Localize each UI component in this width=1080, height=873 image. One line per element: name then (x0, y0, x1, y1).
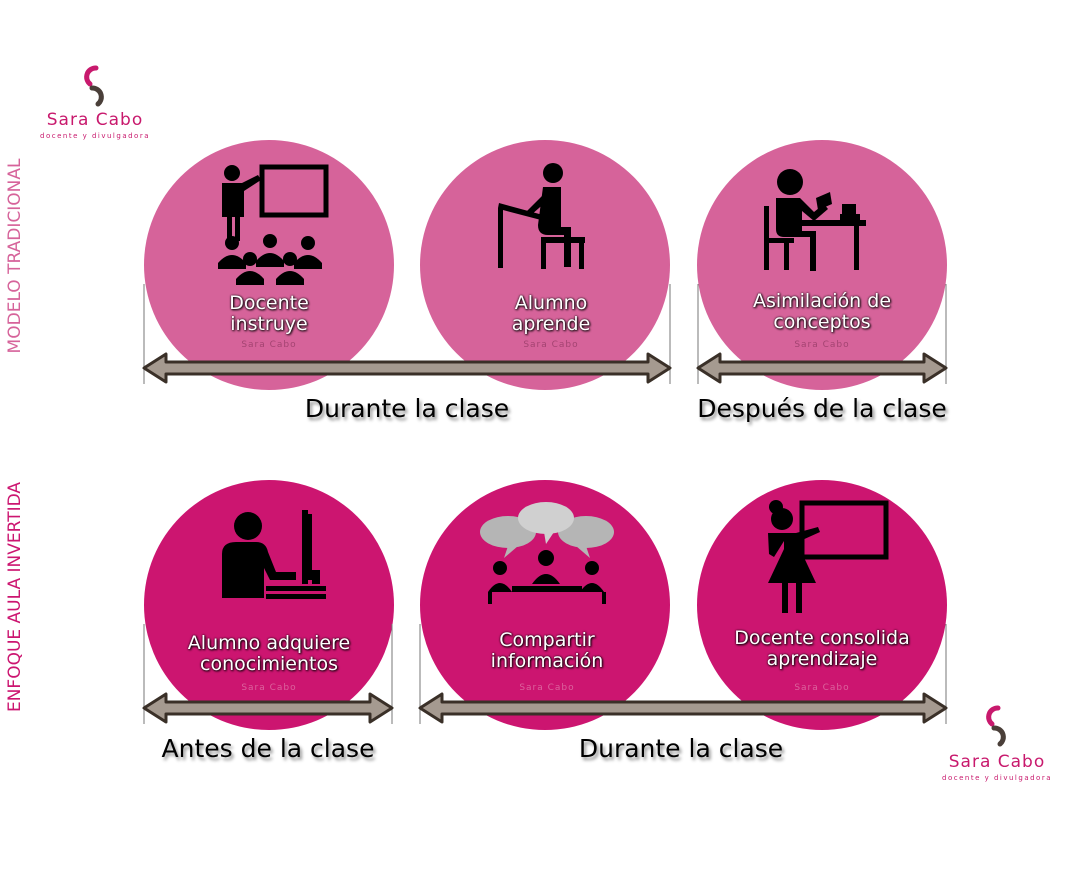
logo-top-left: Sara Cabo docente y divulgadora (40, 65, 151, 146)
phase-antes-inverted: Antes de la clase (161, 734, 375, 763)
group-discussion-icon (480, 502, 614, 604)
watermark: Sara Cabo (241, 340, 297, 350)
row-label-inverted: ENFOQUE AULA INVERTIDA (5, 481, 25, 713)
logo-bottom-right: Sara Cabo docente y divulgadora (942, 705, 1053, 786)
label-line: conocimientos (200, 653, 338, 675)
label-line: Docente (229, 292, 309, 314)
student-computer-icon (222, 510, 326, 599)
label-docente-instruye: Docente instruye (149, 293, 389, 335)
label-line: Asimilación de (752, 290, 892, 312)
logo-mark-icon (84, 65, 104, 107)
watermark: Sara Cabo (523, 340, 579, 350)
label-line: Alumno (514, 292, 588, 314)
watermark: Sara Cabo (519, 683, 575, 693)
label-line: aprendizaje (766, 648, 878, 670)
label-line: Alumno adquiere (187, 632, 351, 654)
label-line: Docente consolida (734, 627, 910, 649)
row-label-traditional: MODELO TRADICIONAL (5, 158, 25, 354)
circle-alumno-adquiere (144, 480, 394, 730)
phase-durante-traditional: Durante la clase (304, 394, 510, 423)
arrow-durante-inverted (418, 624, 948, 724)
phase-durante-inverted: Durante la clase (578, 734, 784, 763)
label-compartir: Compartir información (427, 630, 667, 672)
label-asimilacion: Asimilación de conceptos (702, 291, 942, 333)
label-line: instruye (230, 313, 308, 335)
circle-docente-consolida (697, 480, 947, 730)
logo-mark-icon (986, 705, 1006, 747)
phase-despues-traditional: Después de la clase (697, 394, 947, 423)
label-line: Compartir (499, 629, 595, 651)
arrow-despues-traditional (696, 284, 948, 384)
arrow-antes-inverted (142, 624, 394, 724)
logo-tagline: docente y divulgadora (40, 132, 151, 140)
circle-asimilacion (697, 140, 947, 390)
arrow-durante-traditional (142, 284, 672, 384)
label-alumno-adquiere: Alumno adquiere conocimientos (149, 633, 389, 675)
student-homework-icon (764, 169, 866, 271)
logo-tagline: docente y divulgadora (942, 774, 1053, 782)
label-line: conceptos (773, 311, 871, 333)
label-line: aprende (511, 313, 591, 335)
label-docente-consolida: Docente consolida aprendizaje (702, 628, 942, 670)
watermark: Sara Cabo (794, 340, 850, 350)
logo-name: Sara Cabo (948, 752, 1046, 772)
label-alumno-aprende: Alumno aprende (431, 293, 671, 335)
label-line: información (490, 650, 604, 672)
watermark: Sara Cabo (241, 683, 297, 693)
teacher-board-icon (768, 500, 889, 613)
teacher-presenting-icon (218, 164, 329, 285)
student-desk-icon (498, 163, 585, 269)
logo-name: Sara Cabo (46, 110, 144, 130)
watermark: Sara Cabo (794, 683, 850, 693)
